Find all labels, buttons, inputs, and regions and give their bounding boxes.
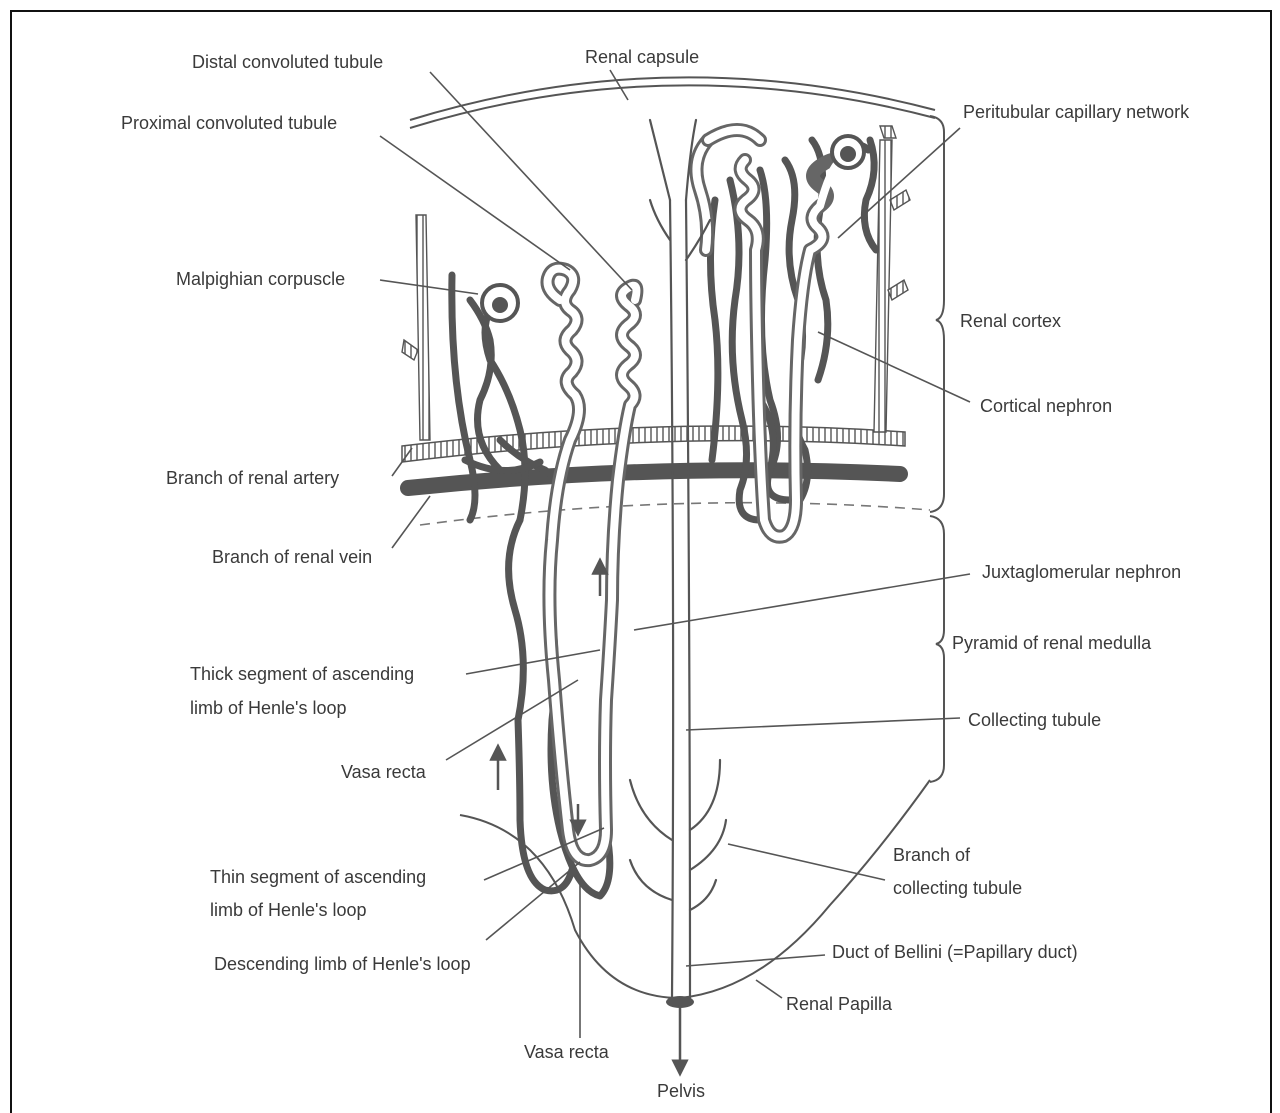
label-proximal-convoluted-tubule: Proximal convoluted tubule	[121, 112, 337, 134]
label-malpighian-corpuscle: Malpighian corpuscle	[176, 268, 345, 290]
label-thick-segment-line2: limb of Henle's loop	[190, 697, 347, 719]
label-vasa-recta-lower: Vasa recta	[524, 1041, 609, 1063]
label-pyramid-of-renal-medulla: Pyramid of renal medulla	[952, 632, 1151, 654]
label-branch-of-renal-vein: Branch of renal vein	[212, 546, 372, 568]
label-pelvis: Pelvis	[657, 1080, 705, 1102]
tubules	[548, 130, 847, 860]
label-thick-segment-line1: Thick segment of ascending	[190, 663, 414, 685]
label-collecting-tubule: Collecting tubule	[968, 709, 1101, 731]
label-renal-cortex: Renal cortex	[960, 310, 1061, 332]
label-descending-limb: Descending limb of Henle's loop	[214, 953, 471, 975]
label-distal-convoluted-tubule: Distal convoluted tubule	[192, 51, 383, 73]
label-cortical-nephron: Cortical nephron	[980, 395, 1112, 417]
medulla-bracket	[930, 516, 944, 782]
label-juxtaglomerular-nephron: Juxtaglomerular nephron	[982, 561, 1181, 583]
label-duct-of-bellini: Duct of Bellini (=Papillary duct)	[832, 941, 1078, 963]
label-renal-capsule: Renal capsule	[585, 46, 699, 68]
label-branch-of-renal-artery: Branch of renal artery	[166, 467, 339, 489]
label-vasa-recta-upper: Vasa recta	[341, 761, 426, 783]
label-branch-of-collecting-line2: collecting tubule	[893, 877, 1022, 899]
label-thin-segment-line2: limb of Henle's loop	[210, 899, 367, 921]
label-renal-papilla: Renal Papilla	[786, 993, 892, 1015]
label-branch-of-collecting-line1: Branch of	[893, 844, 970, 866]
renal-capsule-shape	[410, 77, 935, 128]
label-peritubular-capillary-network: Peritubular capillary network	[963, 101, 1189, 123]
flow-arrows	[498, 566, 680, 1068]
corticomedullary-boundary	[420, 503, 930, 525]
label-thin-segment-line1: Thin segment of ascending	[210, 866, 426, 888]
arcuate-vein	[408, 470, 900, 488]
cortex-bracket	[930, 116, 944, 512]
